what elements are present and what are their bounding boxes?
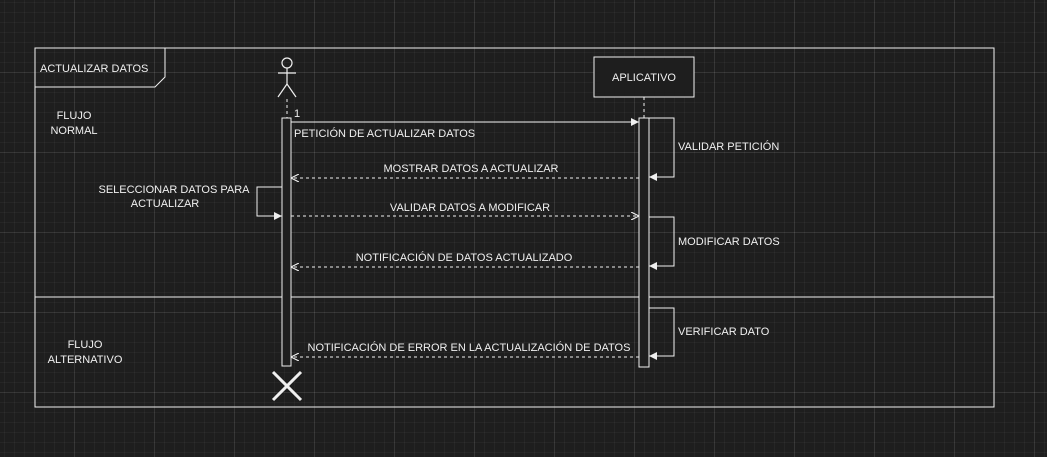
fragment-normal-label: FLUJO — [57, 110, 92, 122]
frame-title-tab — [35, 47, 166, 88]
modify-data-self-arrow[interactable] — [649, 216, 675, 270]
fragment-alternative-label: FLUJO — [68, 339, 103, 351]
validate-request-self-arrow[interactable] — [649, 117, 675, 181]
fragment-normal-label: NORMAL — [50, 125, 97, 137]
update-notification-label: NOTIFICACIÓN DE DATOS ACTUALIZADO — [356, 251, 573, 264]
app-participant-box[interactable] — [593, 56, 695, 98]
show-data-label: MOSTRAR DATOS A ACTUALIZAR — [383, 163, 558, 175]
modify-data-label: MODIFICAR DATOS — [678, 236, 780, 248]
frame-box[interactable] — [34, 47, 995, 408]
validate-request-label: VALIDAR PETICIÓN — [678, 140, 779, 153]
app-participant-label: APLICATIVO — [612, 72, 676, 84]
select-data-label: SELECCIONAR DATOS PARA — [99, 184, 251, 196]
verify-data-label: VERIFICAR DATO — [678, 326, 770, 338]
validate-data-label: VALIDAR DATOS A MODIFICAR — [390, 202, 550, 214]
verify-data-self-arrow[interactable] — [649, 307, 675, 360]
actor-activation-bar[interactable] — [281, 117, 292, 367]
request-label: PETICIÓN DE ACTUALIZAR DATOS — [294, 127, 475, 140]
select-data-self-arrow[interactable] — [256, 186, 282, 220]
actor-icon[interactable] — [277, 57, 297, 98]
fragment-alternative-label: ALTERNATIVO — [48, 354, 123, 366]
app-activation-bar[interactable] — [638, 117, 650, 368]
frame-title: ACTUALIZAR DATOS — [40, 63, 148, 75]
select-data-label: ACTUALIZAR — [131, 198, 200, 210]
sequence-number: 1 — [294, 108, 300, 120]
destroy-icon — [271, 370, 303, 402]
error-notification-label: NOTIFICACIÓN DE ERROR EN LA ACTUALIZACIÓ… — [308, 341, 631, 354]
